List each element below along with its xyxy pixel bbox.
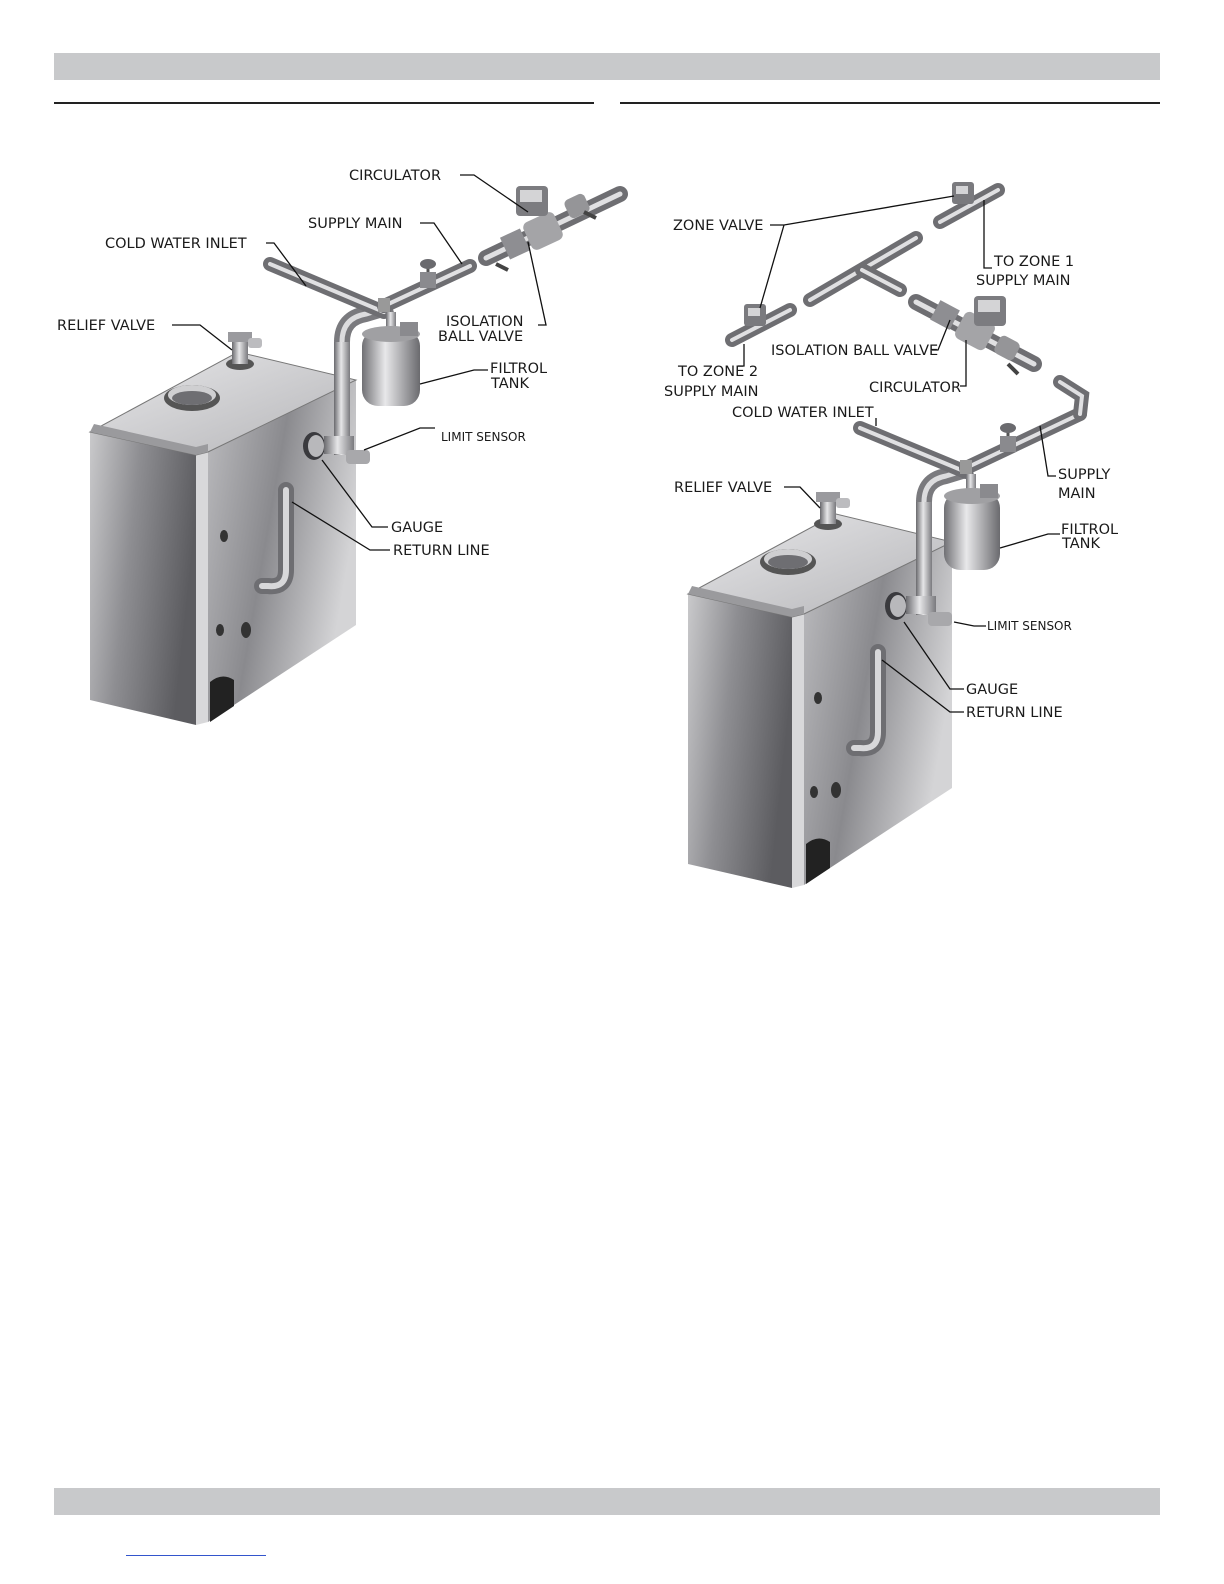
right-label-return-line: RETURN LINE xyxy=(966,705,1063,721)
right-label-limit-sensor: LIMIT SENSOR xyxy=(987,619,1072,633)
footer-band xyxy=(54,1488,1160,1515)
left-label-circulator: CIRCULATOR xyxy=(349,168,441,184)
right-filtrol-tank xyxy=(944,474,1000,570)
left-label-isolation-1: ISOLATION xyxy=(446,314,524,330)
right-supply-main-pipe xyxy=(960,382,1082,474)
left-label-gauge: GAUGE xyxy=(391,520,443,536)
right-label-circulator: CIRCULATOR xyxy=(869,380,961,396)
right-label-zone-valve: ZONE VALVE xyxy=(673,218,763,234)
right-label-zone1-2: SUPPLY MAIN xyxy=(976,273,1070,289)
left-boiler-cabinet xyxy=(90,352,356,725)
right-label-supply-1: SUPPLY xyxy=(1058,467,1110,483)
left-label-supply-main: SUPPLY MAIN xyxy=(308,216,402,232)
right-label-isolation: ISOLATION BALL VALVE xyxy=(771,343,938,359)
right-tee-pipe xyxy=(810,238,916,300)
left-supply-main-pipe xyxy=(378,259,470,312)
left-label-filtrol-2: TANK xyxy=(490,376,529,392)
right-label-cold-water-inlet: COLD WATER INLET xyxy=(732,405,874,421)
right-label-supply-2: MAIN xyxy=(1058,486,1096,502)
right-circulator-assembly xyxy=(916,296,1034,374)
footer-link-underline[interactable] xyxy=(126,1555,266,1556)
left-label-relief-valve: RELIEF VALVE xyxy=(57,318,155,334)
right-label-zone2-1: TO ZONE 2 xyxy=(677,364,758,380)
right-cold-water-inlet-pipe xyxy=(860,428,966,472)
left-cold-water-inlet-pipe xyxy=(270,264,384,312)
right-label-relief-valve: RELIEF VALVE xyxy=(674,480,772,496)
right-label-filtrol-2: TANK xyxy=(1061,536,1100,552)
left-label-return-line: RETURN LINE xyxy=(393,543,490,559)
left-label-limit-sensor: LIMIT SENSOR xyxy=(441,430,526,444)
right-label-gauge: GAUGE xyxy=(966,682,1018,698)
right-boiler-diagram: ZONE VALVE TO ZONE 1 SUPPLY MAIN ISOLATI… xyxy=(664,182,1118,888)
left-label-filtrol-1: FILTROL xyxy=(490,361,547,377)
right-zone2-valve xyxy=(732,304,790,340)
right-zone1-valve xyxy=(940,182,998,222)
left-filtrol-tank xyxy=(362,312,420,406)
right-label-zone1-1: TO ZONE 1 xyxy=(993,254,1074,270)
right-label-zone2-2: SUPPLY MAIN xyxy=(664,384,758,400)
left-label-isolation-2: BALL VALVE xyxy=(438,329,523,345)
left-circulator-assembly xyxy=(486,186,620,270)
left-boiler-diagram: CIRCULATOR SUPPLY MAIN COLD WATER INLET … xyxy=(57,168,620,725)
right-boiler-cabinet xyxy=(688,514,952,888)
left-label-cold-water-inlet: COLD WATER INLET xyxy=(105,236,247,252)
